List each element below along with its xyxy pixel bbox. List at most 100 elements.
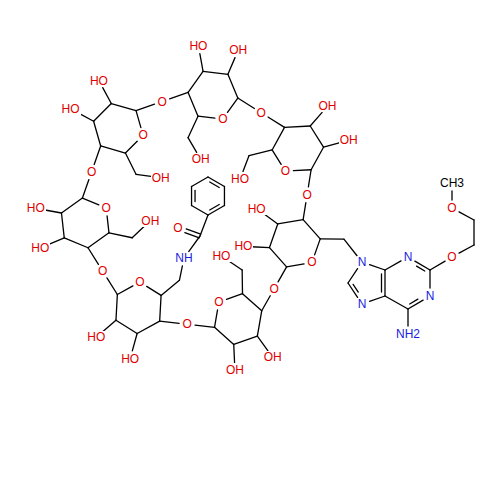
chemical-bond xyxy=(132,333,137,350)
chemical-bond xyxy=(191,187,192,206)
atom-label: O xyxy=(268,283,279,295)
atom-label: HO xyxy=(30,242,50,254)
chemical-bond xyxy=(200,215,208,236)
chemical-bond xyxy=(198,116,215,118)
atom-label: OH xyxy=(317,100,337,112)
atom-label: N xyxy=(425,290,436,302)
atom-label: HO xyxy=(86,331,106,343)
atom-label: O xyxy=(280,165,291,177)
chemical-bond xyxy=(210,204,220,210)
chemical-bond xyxy=(188,138,197,153)
atom-label: O xyxy=(134,276,145,288)
chemical-bond xyxy=(188,92,198,116)
chemical-bond xyxy=(64,238,88,248)
chemical-bond xyxy=(234,336,258,344)
chemical-bond xyxy=(94,104,112,122)
chemical-bond xyxy=(238,98,255,108)
atom-label: O xyxy=(213,296,224,308)
chemical-bond xyxy=(285,126,311,127)
chemical-bond xyxy=(88,233,109,248)
chemical-bond xyxy=(410,299,418,304)
chemical-bond xyxy=(101,146,126,153)
chemical-bond xyxy=(268,117,285,127)
chemical-bond xyxy=(320,238,344,240)
chemical-bond xyxy=(109,233,132,238)
atom-label: NH2 xyxy=(395,328,421,340)
atom-label: HO xyxy=(233,240,253,252)
chemical-bond xyxy=(451,191,452,200)
chemical-bond xyxy=(137,321,160,333)
chemical-bond xyxy=(272,127,284,150)
chemical-bond xyxy=(94,121,101,146)
atom-label: HO xyxy=(188,40,208,52)
chemical-bond xyxy=(194,191,195,202)
chemical-bond xyxy=(303,220,320,239)
atom-label: NH xyxy=(174,252,193,264)
chemical-bond xyxy=(82,180,88,198)
chemical-bond xyxy=(344,239,357,256)
atom-label: O xyxy=(446,251,457,263)
atom-label: OH xyxy=(151,172,171,184)
chemical-bond xyxy=(459,245,474,253)
chemical-bond xyxy=(242,294,261,311)
chemical-bond xyxy=(293,169,311,171)
chemical-bond xyxy=(228,58,235,75)
atom-label: O xyxy=(301,189,312,201)
chemical-bond xyxy=(203,71,228,74)
chemical-bond xyxy=(136,111,141,128)
atom-label: HO xyxy=(247,203,267,215)
chemical-bond xyxy=(269,224,277,248)
chemical-bond xyxy=(473,220,474,245)
chemical-bond xyxy=(263,213,278,224)
chemical-bond xyxy=(117,286,133,295)
chemical-bond xyxy=(94,146,100,164)
chemical-bond xyxy=(243,156,249,172)
atom-label: O xyxy=(306,256,317,268)
chemical-bond xyxy=(192,177,208,187)
chemical-bond xyxy=(160,295,161,321)
chemical-bond xyxy=(170,92,188,98)
chemical-bond xyxy=(315,239,321,255)
chemical-bond xyxy=(417,266,425,271)
chemical-bond xyxy=(61,213,64,238)
chemical-bond xyxy=(111,104,136,111)
chemical-bond xyxy=(257,336,268,351)
atom-label: CH3 xyxy=(439,177,465,189)
chemical-bond xyxy=(241,270,243,294)
chemical-bond xyxy=(188,71,203,92)
chemical-bond xyxy=(262,296,270,311)
atom-label: N xyxy=(357,298,368,310)
chemical-bond xyxy=(407,309,408,326)
chemical-bond xyxy=(308,170,311,187)
chemical-bond xyxy=(430,261,445,270)
chemical-bond xyxy=(348,269,358,283)
chemical-bond xyxy=(195,325,214,327)
atom-label: N xyxy=(357,256,368,268)
chemical-bond xyxy=(125,153,136,174)
atom-label: N xyxy=(403,251,414,263)
atom-label: OH xyxy=(225,364,245,376)
chemical-bond xyxy=(348,283,358,297)
chemical-bond xyxy=(228,74,238,98)
chemical-bond xyxy=(107,216,109,233)
chemical-bond xyxy=(136,104,154,110)
chemical-bond xyxy=(459,212,474,220)
chemical-bond xyxy=(185,233,199,238)
chemical-bond xyxy=(116,294,117,320)
chemical-bond xyxy=(370,296,385,301)
atom-label: OH xyxy=(191,153,211,165)
atom-label: O xyxy=(101,202,112,214)
atom-label: OH xyxy=(228,44,248,56)
atom-label: OH xyxy=(140,215,160,227)
chemical-bond xyxy=(226,294,242,300)
atom-label: HO xyxy=(211,250,231,262)
atom-label: O xyxy=(446,202,457,214)
atom-label: HO xyxy=(120,353,140,365)
chemical-bond xyxy=(82,198,98,205)
chemical-bond xyxy=(257,311,261,336)
chemical-bond xyxy=(210,182,220,188)
chemical-bond xyxy=(381,274,382,292)
chemical-bond xyxy=(385,261,401,270)
chemical-bond xyxy=(61,198,82,213)
